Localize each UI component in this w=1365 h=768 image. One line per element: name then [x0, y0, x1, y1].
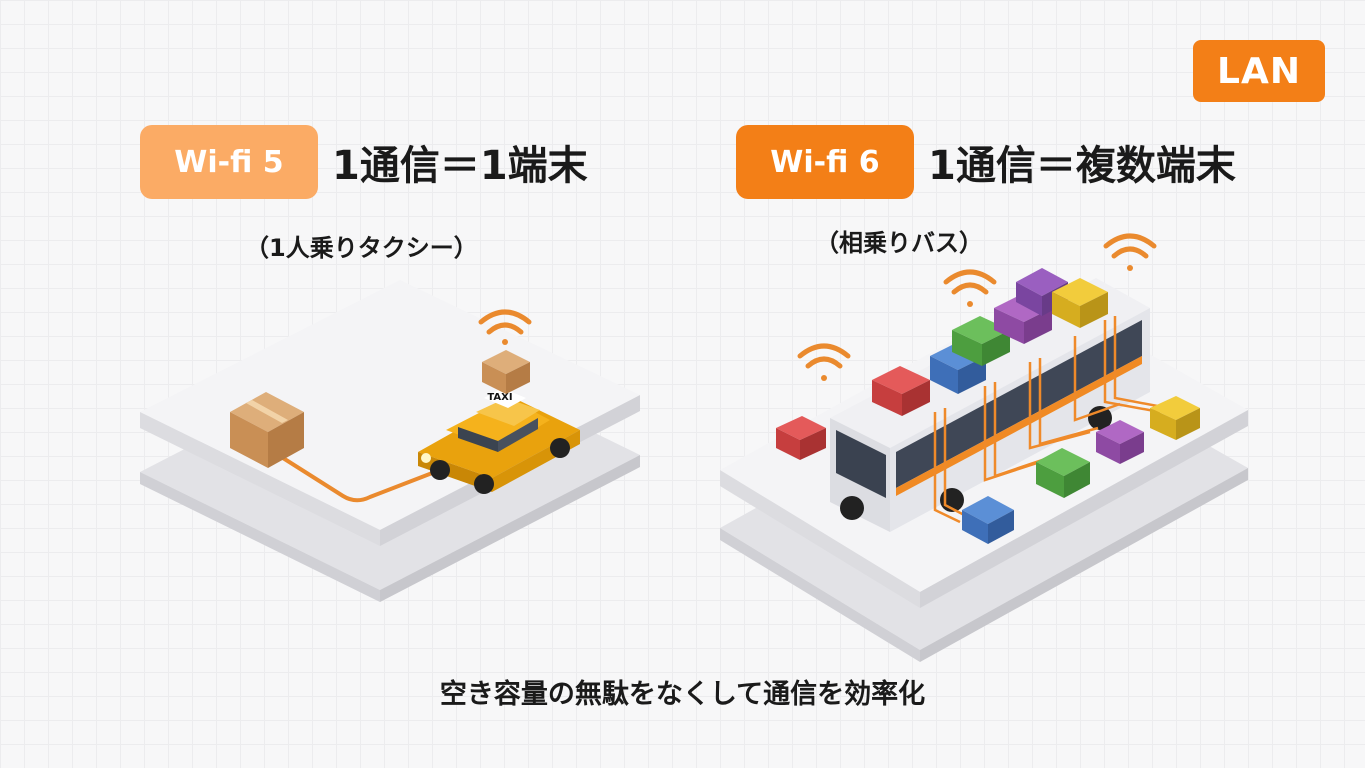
- wifi-icon: [478, 309, 532, 345]
- wifi5-heading: Wi-fi 5 1通信＝1端末: [140, 125, 588, 199]
- bus-connection-lines: [933, 316, 1169, 524]
- taxi-sign-text: TAXI: [487, 392, 512, 403]
- taxi-cable: [281, 456, 442, 503]
- wifi-icon: [797, 343, 851, 381]
- wifi6-heading: Wi-fi 6 1通信＝複数端末: [736, 125, 1236, 199]
- caption: 空き容量の無駄をなくして通信を効率化: [439, 679, 926, 710]
- roof-box-icon: [482, 350, 530, 394]
- wifi-icon: [943, 269, 997, 307]
- wifi-icon: [1103, 233, 1157, 271]
- roof-packages: [872, 268, 1108, 416]
- wifi6-badge: Wi-fi 6: [736, 125, 914, 199]
- wifi5-badge: Wi-fi 5: [140, 125, 318, 199]
- taxi-icon: TAXI: [418, 388, 580, 494]
- lan-badge: LAN: [1193, 40, 1325, 102]
- wifi6-rule: 1通信＝複数端末: [928, 143, 1236, 189]
- wifi6-subtitle: （相乗りバス）: [815, 229, 983, 257]
- package-box-icon: [230, 392, 304, 468]
- wifi5-subtitle: （1人乗りタクシー）: [245, 234, 478, 262]
- wifi5-rule: 1通信＝1端末: [332, 143, 588, 189]
- floor-packages: [776, 396, 1200, 544]
